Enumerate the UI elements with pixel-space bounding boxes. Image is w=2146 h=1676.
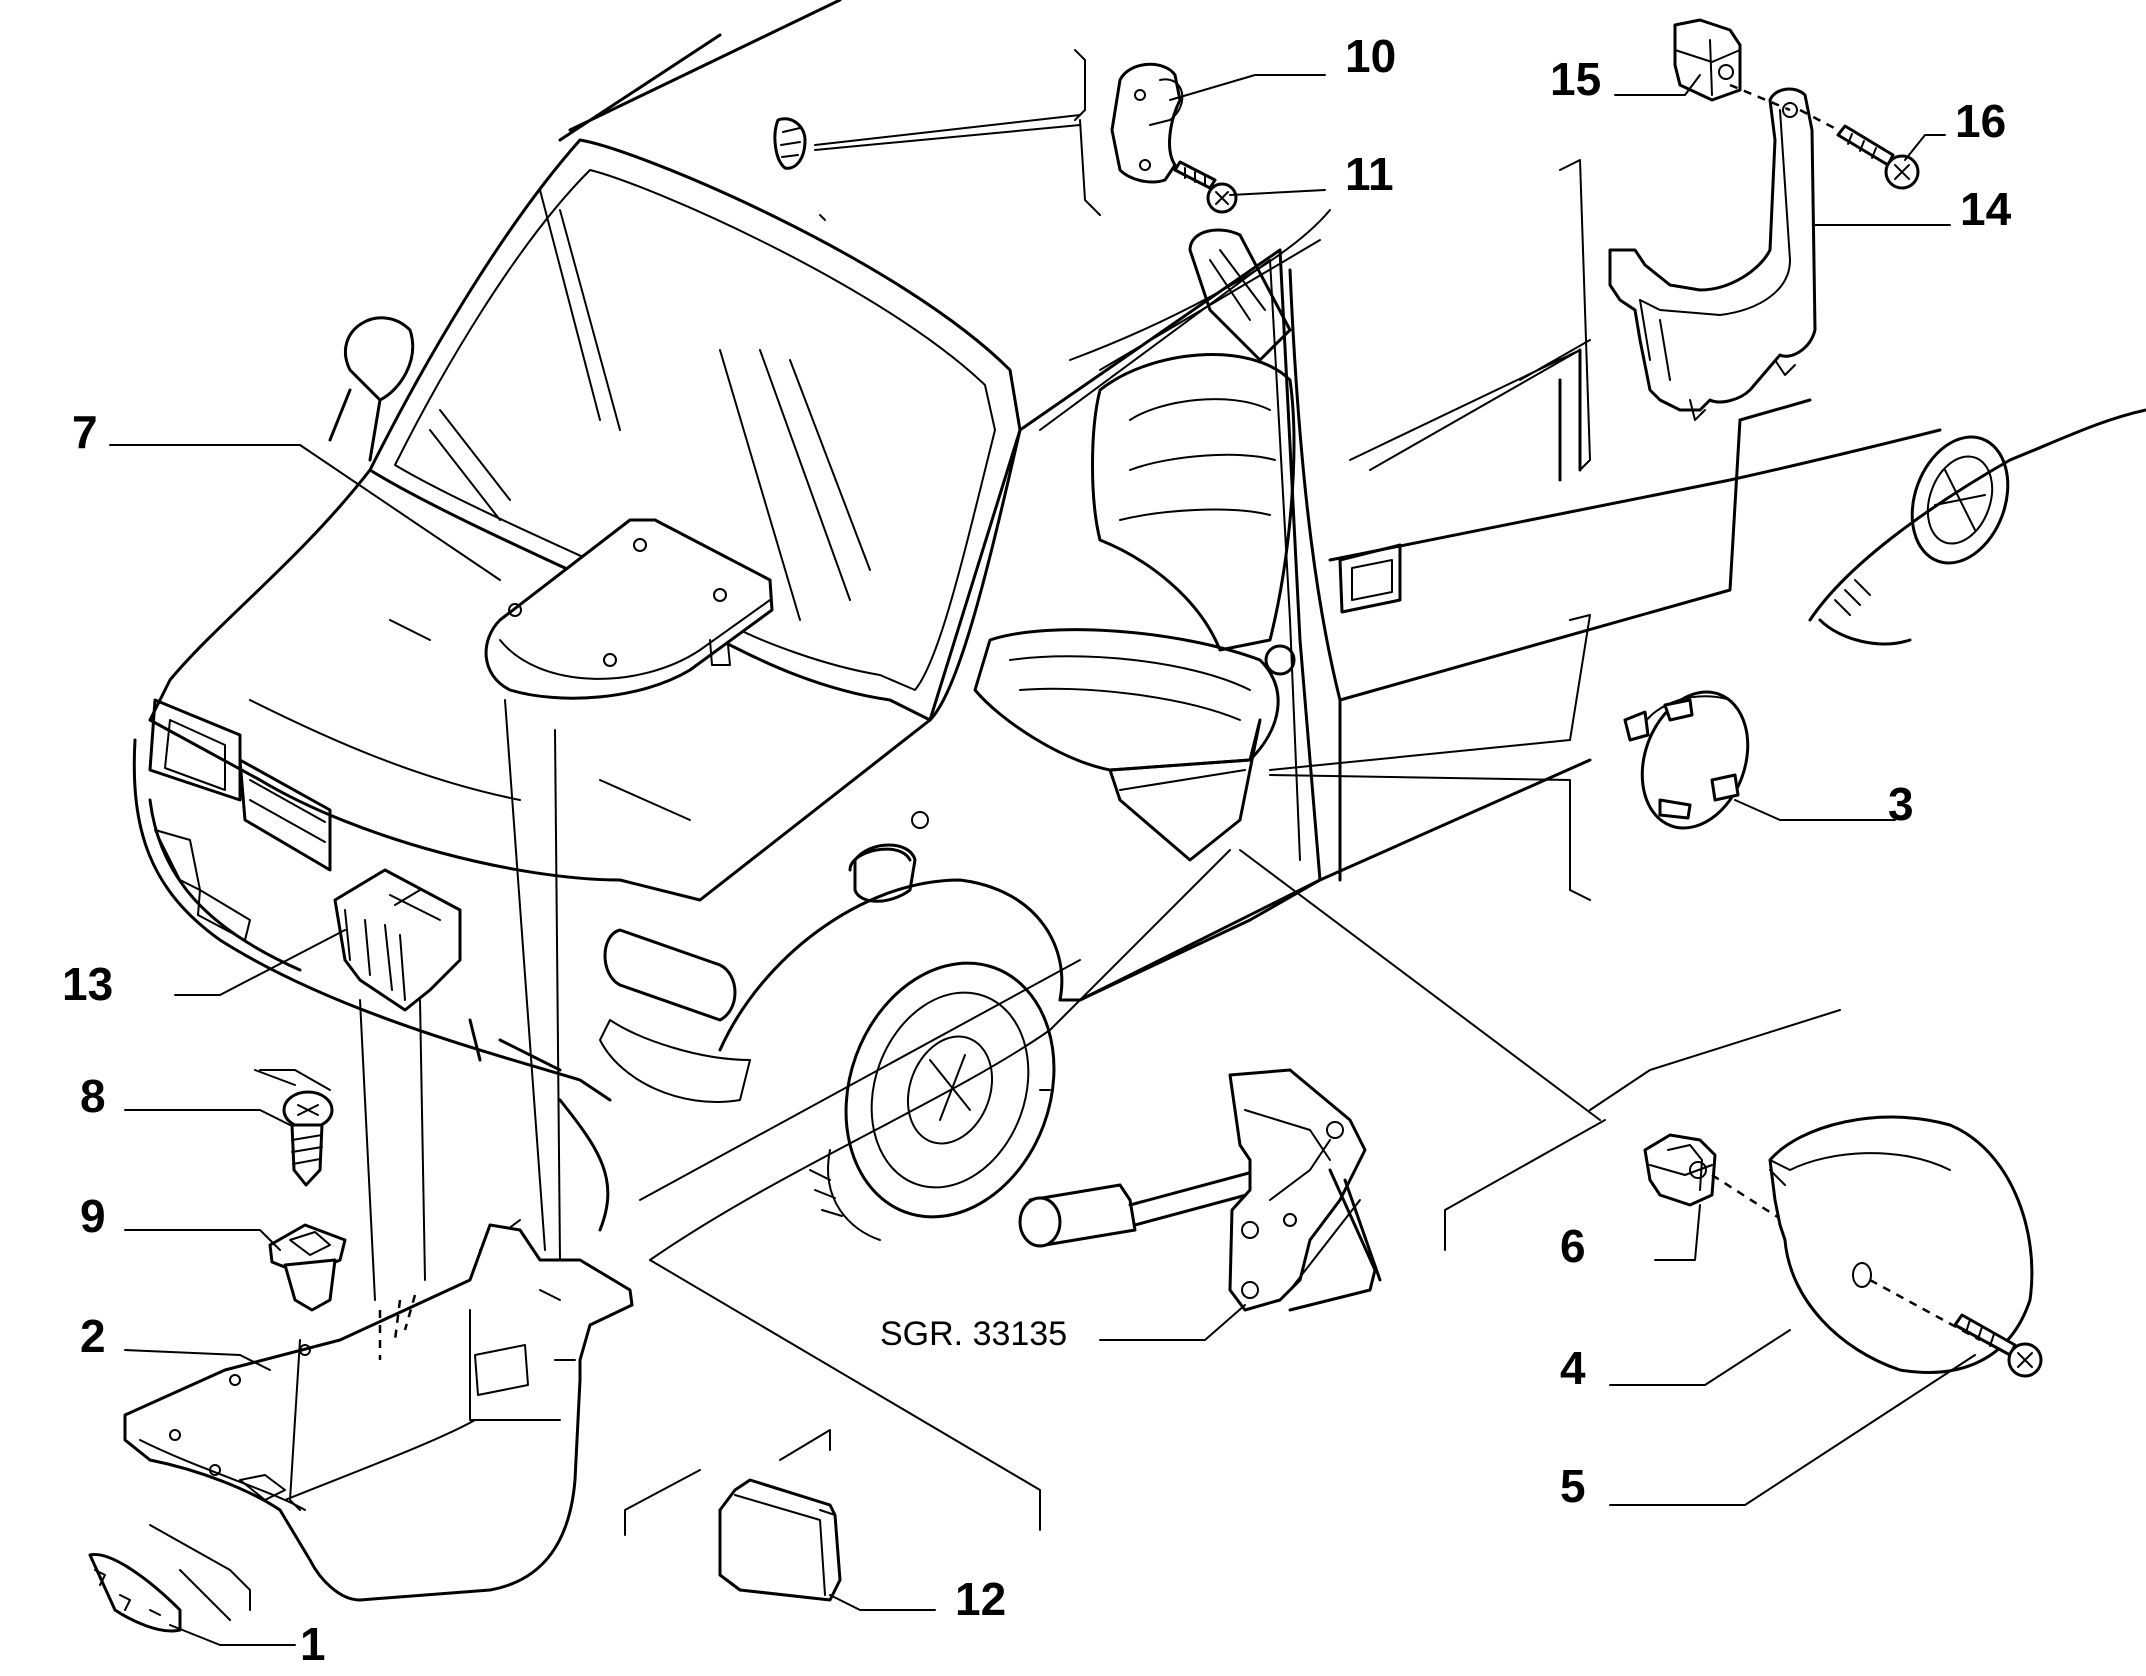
part-14-bracket <box>1608 83 1817 421</box>
callout-7: 7 <box>72 406 98 458</box>
callout-labels: 1 2 3 4 5 6 7 8 9 10 11 12 13 14 15 16 S… <box>62 30 2012 1670</box>
part-5-screw <box>1953 1313 2043 1378</box>
part-15-clip <box>1673 18 1742 102</box>
roof-clip-part <box>773 117 826 221</box>
callout-leaders <box>109 74 1976 1646</box>
callout-2: 2 <box>80 1310 106 1362</box>
callout-1: 1 <box>300 1618 326 1670</box>
part-2-floor-tray <box>123 1223 634 1602</box>
callout-12: 12 <box>955 1573 1006 1625</box>
callout-8: 8 <box>80 1070 106 1122</box>
part-3-round-cap <box>1623 690 1750 830</box>
part-4-round-cover <box>1768 1115 2034 1374</box>
callout-4: 4 <box>1560 1342 1586 1394</box>
callout-10: 10 <box>1345 30 1396 82</box>
part-9-grommet <box>268 1223 347 1312</box>
callout-14: 14 <box>1960 183 2012 235</box>
reference-code: SGR. 33135 <box>880 1315 1067 1353</box>
part-8-screw <box>282 1090 334 1187</box>
part-16-screw <box>1799 108 1920 190</box>
handbrake-assembly <box>1018 1068 1382 1312</box>
callout-5: 5 <box>1560 1460 1586 1512</box>
callout-13: 13 <box>62 958 113 1010</box>
part-12-small-cover <box>718 1478 842 1602</box>
part-13-connector-clip <box>333 868 462 1012</box>
leader-lines <box>149 49 1841 1621</box>
callout-16: 16 <box>1955 95 2006 147</box>
callout-15: 15 <box>1550 53 1601 105</box>
van-outline <box>132 0 2146 1241</box>
callout-9: 9 <box>80 1190 106 1242</box>
part-7-cover-plate <box>484 518 774 700</box>
part-11-screw <box>1173 160 1238 214</box>
part-6-clip <box>1643 1133 1791 1227</box>
callout-11: 11 <box>1345 148 1394 200</box>
callout-6: 6 <box>1560 1220 1586 1272</box>
callout-3: 3 <box>1888 778 1914 830</box>
part-10-hook-bracket <box>1110 62 1184 184</box>
part-1-front-bracket <box>88 1552 182 1633</box>
